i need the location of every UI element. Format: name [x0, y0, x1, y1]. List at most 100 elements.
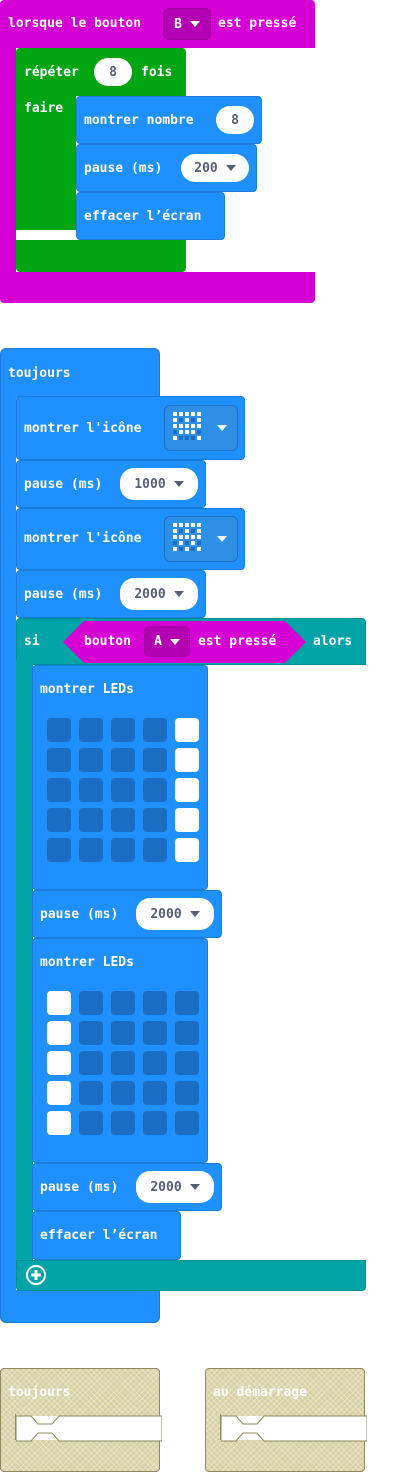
led-grid-1 — [47, 718, 203, 866]
icon-pixel — [173, 436, 177, 440]
icon-pixel — [179, 529, 183, 533]
led-cell[interactable] — [175, 991, 199, 1015]
led-cell[interactable] — [111, 748, 135, 772]
icon-pixel — [179, 424, 183, 428]
led-cell[interactable] — [175, 1111, 199, 1135]
clear-screen-block-2[interactable] — [32, 1211, 181, 1260]
icon-pixel — [197, 424, 201, 428]
led-cell[interactable] — [47, 1021, 71, 1045]
icon-pixel — [191, 529, 195, 533]
led-cell[interactable] — [79, 718, 103, 742]
led-cell[interactable] — [143, 748, 167, 772]
pause-label: pause (ms) — [40, 1180, 119, 1195]
led-cell[interactable] — [79, 991, 103, 1015]
led-cell[interactable] — [111, 991, 135, 1015]
forever-block-left-arm — [0, 396, 16, 1292]
icon-pixel — [191, 535, 195, 539]
repeat-times-label: fois — [141, 65, 173, 80]
pause-value-dropdown[interactable]: 1000 — [120, 468, 198, 500]
led-cell[interactable] — [111, 1111, 135, 1135]
on-button-pressed-block-bottom[interactable] — [0, 272, 315, 303]
chevron-down-icon — [173, 591, 184, 597]
forever-block-bottom[interactable] — [0, 1290, 160, 1323]
chevron-down-icon — [217, 536, 227, 542]
led-cell[interactable] — [111, 718, 135, 742]
icon-pixel — [179, 418, 183, 422]
icon-pixel — [173, 523, 177, 527]
led-cell[interactable] — [111, 778, 135, 802]
led-cell[interactable] — [175, 778, 199, 802]
on-button-pressed-block[interactable] — [0, 0, 315, 48]
clear-screen-block[interactable] — [76, 192, 225, 240]
disabled-forever-label: toujours — [8, 1385, 71, 1400]
led-cell[interactable] — [79, 1081, 103, 1105]
led-cell[interactable] — [111, 1051, 135, 1075]
pause-value-dropdown[interactable]: 200 — [181, 154, 249, 182]
led-cell[interactable] — [79, 808, 103, 832]
led-cell[interactable] — [175, 1081, 199, 1105]
led-cell[interactable] — [143, 1051, 167, 1075]
icon-dropdown-2[interactable] — [164, 516, 238, 562]
led-cell[interactable] — [175, 748, 199, 772]
led-cell[interactable] — [143, 1081, 167, 1105]
event-button-dropdown[interactable]: B — [163, 8, 211, 40]
repeat-block-bottom[interactable] — [16, 240, 186, 272]
icon-pixel — [191, 412, 195, 416]
led-cell[interactable] — [47, 1111, 71, 1135]
disabled-on-start-block[interactable] — [205, 1368, 365, 1416]
show-number-input[interactable]: 8 — [216, 106, 254, 134]
disabled-forever-block[interactable] — [0, 1368, 160, 1416]
led-cell[interactable] — [175, 718, 199, 742]
forever-block[interactable] — [0, 348, 160, 398]
led-cell[interactable] — [79, 778, 103, 802]
led-cell[interactable] — [175, 838, 199, 862]
chevron-down-icon — [217, 425, 227, 431]
led-cell[interactable] — [47, 1051, 71, 1075]
led-cell[interactable] — [143, 808, 167, 832]
led-cell[interactable] — [111, 1021, 135, 1045]
repeat-label: répéter — [24, 65, 79, 80]
led-cell[interactable] — [143, 991, 167, 1015]
pause-value-dropdown[interactable]: 2000 — [120, 578, 198, 610]
condition-button-dropdown[interactable]: A — [144, 626, 190, 657]
led-cell[interactable] — [47, 1081, 71, 1105]
show-number-value: 8 — [231, 112, 239, 128]
icon-pixel — [173, 535, 177, 539]
led-cell[interactable] — [47, 748, 71, 772]
led-cell[interactable] — [111, 1081, 135, 1105]
clear-screen-label: effacer l’écran — [40, 1228, 158, 1243]
led-cell[interactable] — [175, 808, 199, 832]
led-cell[interactable] — [47, 838, 71, 862]
led-cell[interactable] — [79, 838, 103, 862]
led-cell[interactable] — [47, 991, 71, 1015]
pause-value: 200 — [194, 160, 218, 176]
led-cell[interactable] — [47, 718, 71, 742]
led-cell[interactable] — [47, 778, 71, 802]
led-cell[interactable] — [143, 838, 167, 862]
if-block-bottom[interactable] — [16, 1260, 366, 1291]
led-cell[interactable] — [79, 1111, 103, 1135]
led-cell[interactable] — [47, 808, 71, 832]
led-cell[interactable] — [111, 838, 135, 862]
led-cell[interactable] — [79, 1051, 103, 1075]
led-cell[interactable] — [143, 718, 167, 742]
disabled-forever-block-bottom[interactable] — [0, 1440, 160, 1472]
led-cell[interactable] — [79, 1021, 103, 1045]
led-cell[interactable] — [143, 778, 167, 802]
clear-screen-label: effacer l’écran — [84, 209, 202, 224]
icon-pixel — [179, 535, 183, 539]
led-cell[interactable] — [111, 808, 135, 832]
pause-value-dropdown[interactable]: 2000 — [136, 898, 214, 930]
pause-value-dropdown[interactable]: 2000 — [136, 1171, 214, 1203]
icon-pixel — [197, 547, 201, 551]
repeat-count-input[interactable]: 8 — [94, 58, 132, 86]
disabled-on-start-block-bottom[interactable] — [205, 1440, 365, 1472]
led-cell[interactable] — [175, 1051, 199, 1075]
led-cell[interactable] — [143, 1021, 167, 1045]
icon-dropdown-1[interactable] — [164, 405, 238, 451]
led-cell[interactable] — [79, 748, 103, 772]
sad-face-icon — [173, 412, 209, 444]
plus-circle-icon[interactable] — [25, 1264, 47, 1286]
led-cell[interactable] — [143, 1111, 167, 1135]
led-cell[interactable] — [175, 1021, 199, 1045]
